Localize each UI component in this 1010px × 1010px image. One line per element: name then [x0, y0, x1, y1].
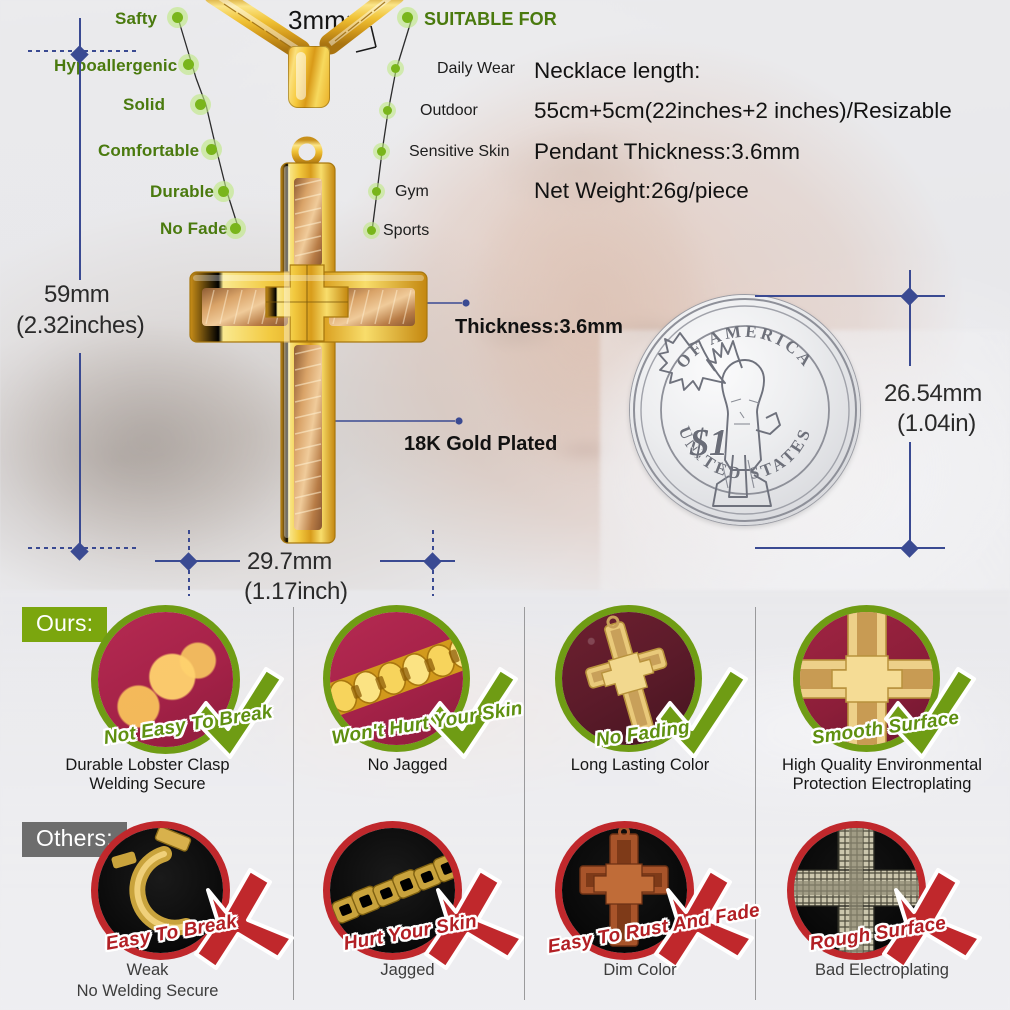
- spec-line-weight: Net Weight:26g/piece: [534, 178, 749, 203]
- suitable-dot-sports: [367, 226, 376, 235]
- feature-label-comfortable: Comfortable: [98, 141, 200, 160]
- others-caption-4-line1: Bad Electroplating: [815, 961, 949, 979]
- chain-width-label: 3mm: [288, 5, 346, 35]
- dim-height-mm: 59mm: [44, 281, 110, 308]
- ours-badge: Ours:: [22, 607, 108, 642]
- feature-label-solid: Solid: [123, 95, 166, 114]
- feature-label-durable: Durable: [150, 182, 214, 201]
- dim-height-line-top: [79, 18, 81, 280]
- dim-coin-mm: 26.54mm: [884, 380, 982, 407]
- column-separator-2: [524, 607, 525, 1000]
- ours-caption-2-line1: No Jagged: [367, 756, 448, 774]
- column-separator-3: [755, 607, 756, 1000]
- others-photo-clasp: [98, 828, 223, 953]
- feature-dot-comfortable: [206, 144, 217, 155]
- suitable-label-outdoor: Outdoor: [420, 102, 478, 119]
- spec-line-length-value: 55cm+5cm(22inches+2 inches)/Resizable: [534, 98, 952, 123]
- feature-dot-no-fade: [230, 223, 241, 234]
- feature-label-hypoallergenic: Hypoallergenic: [54, 56, 178, 75]
- feature-dot-solid: [195, 99, 206, 110]
- bail-highlight: [296, 52, 306, 100]
- others-caption-1-line1: Weak: [126, 961, 169, 979]
- ours-caption-4-line2: Protection Electroplating: [792, 775, 972, 793]
- ours-caption-1-line1: Durable Lobster Clasp: [65, 756, 230, 774]
- suitable-dot-gym: [372, 187, 381, 196]
- dim-coin-tick-bottom: [755, 547, 945, 549]
- suitable-for-heading: SUITABLE FOR: [424, 9, 557, 29]
- dim-width-mm: 29.7mm: [247, 548, 332, 575]
- ours-caption-1-line2: Welding Secure: [89, 775, 206, 793]
- feature-dot-safty: [172, 12, 183, 23]
- pendant-bail: [288, 46, 330, 108]
- dim-coin-line-upper: [909, 304, 911, 366]
- suitable-dot-sensitive-skin: [377, 147, 386, 156]
- suitable-dot-heading: [402, 12, 413, 23]
- dim-width-line-right: [380, 560, 455, 562]
- suitable-label-daily-wear: Daily Wear: [437, 60, 515, 77]
- dim-coin-tick-top: [755, 295, 945, 297]
- suitable-dot-outdoor: [383, 106, 392, 115]
- dim-width-inches: (1.17inch): [244, 578, 348, 605]
- us-dollar-coin: [630, 295, 860, 525]
- suitable-label-sensitive-skin: Sensitive Skin: [409, 143, 510, 160]
- others-caption-3-line1: Dim Color: [603, 961, 677, 979]
- column-separator-1: [293, 607, 294, 1000]
- dim-height-line-bottom: [79, 353, 81, 550]
- callout-plating: 18K Gold Plated: [404, 433, 558, 455]
- ours-caption-4-line1: High Quality Environmental: [782, 756, 982, 774]
- feature-dot-durable: [218, 186, 229, 197]
- others-caption-1-line2: No Welding Secure: [76, 982, 219, 1000]
- feature-dot-hypoallergenic: [183, 59, 194, 70]
- callout-thickness: Thickness:3.6mm: [455, 316, 623, 338]
- dim-coin-inches: (1.04in): [897, 410, 976, 437]
- feature-label-safty: Safty: [115, 9, 158, 28]
- ours-caption-3-line1: Long Lasting Color: [570, 756, 710, 774]
- feature-label-no-fade: No Fade: [160, 219, 228, 238]
- spec-line-thickness: Pendant Thickness:3.6mm: [534, 139, 800, 164]
- suitable-dot-daily-wear: [391, 64, 400, 73]
- others-badge: Others:: [22, 822, 127, 857]
- dim-coin-line-lower: [909, 442, 911, 546]
- dim-height-inches: (2.32inches): [16, 312, 145, 339]
- spec-line-necklace-length: Necklace length:: [534, 58, 701, 83]
- suitable-label-sports: Sports: [383, 222, 430, 239]
- suitable-label-gym: Gym: [395, 183, 429, 200]
- others-caption-2-line1: Jagged: [380, 961, 435, 979]
